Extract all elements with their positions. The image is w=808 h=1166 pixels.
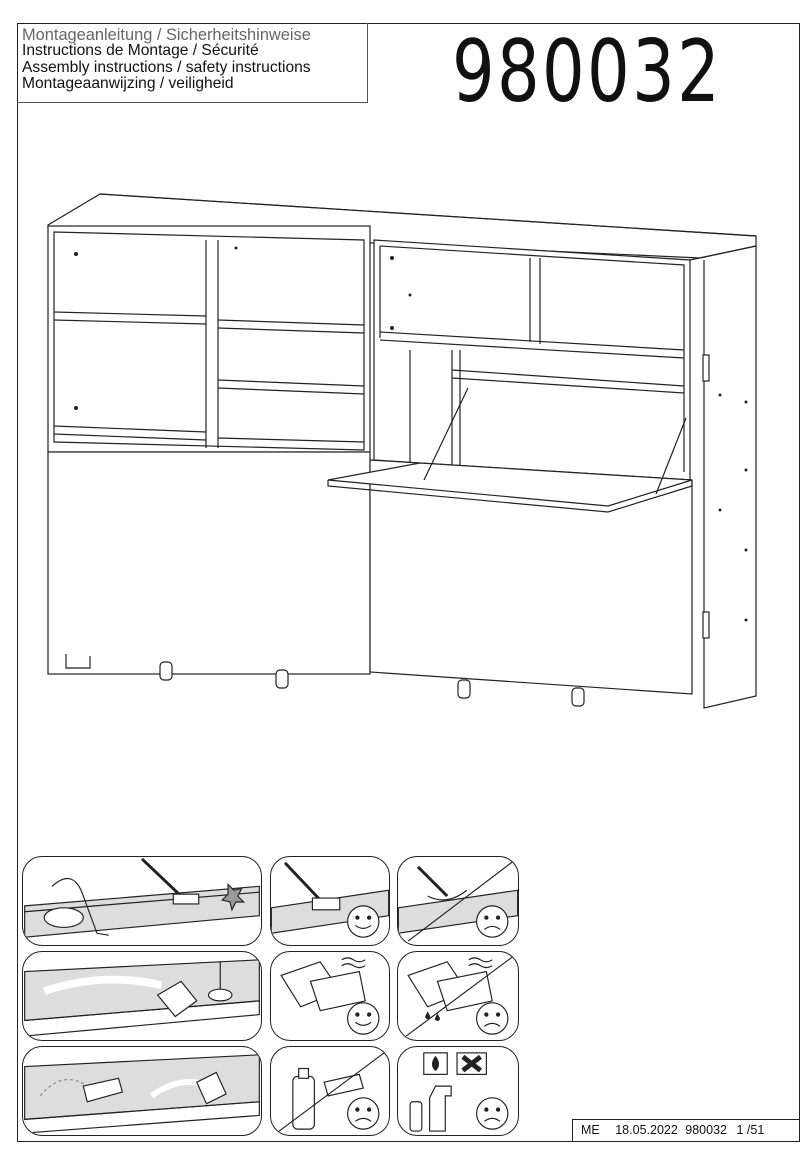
footer-article: 980032 (685, 1123, 727, 1137)
cabinet-illustration (47, 193, 757, 709)
flammable-hazard-icon (423, 1052, 448, 1075)
care-panel-vacuum (22, 856, 262, 946)
care-panel-chemicals-no (397, 1046, 519, 1136)
page-frame (17, 23, 800, 1142)
title-de: Montageanleitung / Sicherheitshinweise (22, 26, 311, 44)
title-nl: Montageaanwijzing / veiligheid (22, 75, 234, 93)
care-panel-wipe-direction (22, 1046, 262, 1136)
footer-code: ME (581, 1123, 600, 1137)
footer-date: 18.05.2022 (615, 1123, 678, 1137)
care-panel-wet-cloth-no (397, 951, 519, 1041)
document-footer: ME 18.05.2022 980032 1 /51 (572, 1119, 800, 1142)
care-panel-brush-no (397, 856, 519, 946)
title-box: Montageanleitung / Sicherheitshinweise I… (17, 23, 368, 103)
prohibited-x-icon (456, 1052, 487, 1075)
care-panel-dry-cloth-ok (270, 951, 390, 1041)
title-fr: Instructions de Montage / Sécurité (22, 42, 259, 60)
footer-page: 1 /51 (736, 1123, 765, 1137)
care-panel-cleaner-no (270, 1046, 390, 1136)
article-number: 980032 (452, 22, 723, 122)
care-panel-dust-cloth (22, 951, 262, 1041)
title-en: Assembly instructions / safety instructi… (22, 58, 311, 76)
care-panel-brush-ok (270, 856, 390, 946)
